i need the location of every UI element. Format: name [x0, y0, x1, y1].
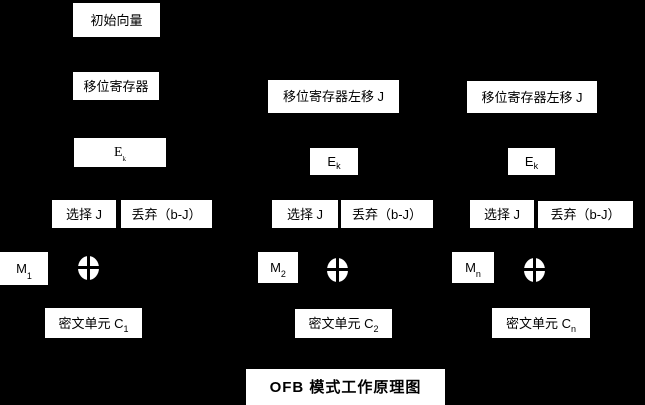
cipher-ek-subscript: k	[336, 161, 341, 171]
message-m2-subscript: 2	[280, 269, 286, 279]
diagram-title: OFB 模式工作原理图	[246, 369, 445, 405]
ciphertext-c1-label: 密文单元 C	[58, 315, 124, 331]
xor-icon-2	[327, 258, 348, 282]
ciphertext-c2-label: 密文单元 C	[308, 316, 374, 331]
initial-vector-box: 初始向量	[73, 3, 160, 37]
shift-register-box-1: 移位寄存器	[73, 72, 159, 100]
xor-icon-3	[524, 258, 545, 282]
message-m1-subscript: 1	[26, 271, 32, 281]
xor-icon-1	[78, 256, 99, 280]
cipher-ek-label: E	[327, 154, 337, 169]
ciphertext-c1-subscript: 1	[123, 324, 129, 334]
discard-box-2: 丢弃（b-J）	[341, 200, 433, 228]
select-j-box-2: 选择 J	[272, 200, 338, 228]
ciphertext-c2-subscript: 2	[373, 324, 379, 334]
shift-register-box-3: 移位寄存器左移 J	[467, 81, 597, 113]
message-m2-label: M	[270, 260, 281, 275]
shift-register-box-2: 移位寄存器左移 J	[268, 80, 399, 113]
cipher-ek-label: E	[113, 144, 123, 160]
message-m1-label: M	[16, 261, 27, 276]
select-j-box-1: 选择 J	[52, 200, 116, 228]
cipher-ek-label: E	[524, 154, 534, 169]
discard-box-3: 丢弃（b-J）	[538, 201, 633, 228]
ciphertext-cn-label: 密文单元 C	[505, 315, 571, 331]
ciphertext-cn-subscript: n	[571, 324, 577, 334]
cipher-ek-subscript: k	[122, 155, 127, 163]
message-mn-label: M	[465, 260, 476, 275]
cipher-ek-subscript: k	[533, 161, 539, 171]
select-j-box-3: 选择 J	[470, 200, 534, 228]
discard-box-1: 丢弃（b-J）	[121, 200, 212, 228]
message-mn-subscript: n	[475, 269, 481, 279]
